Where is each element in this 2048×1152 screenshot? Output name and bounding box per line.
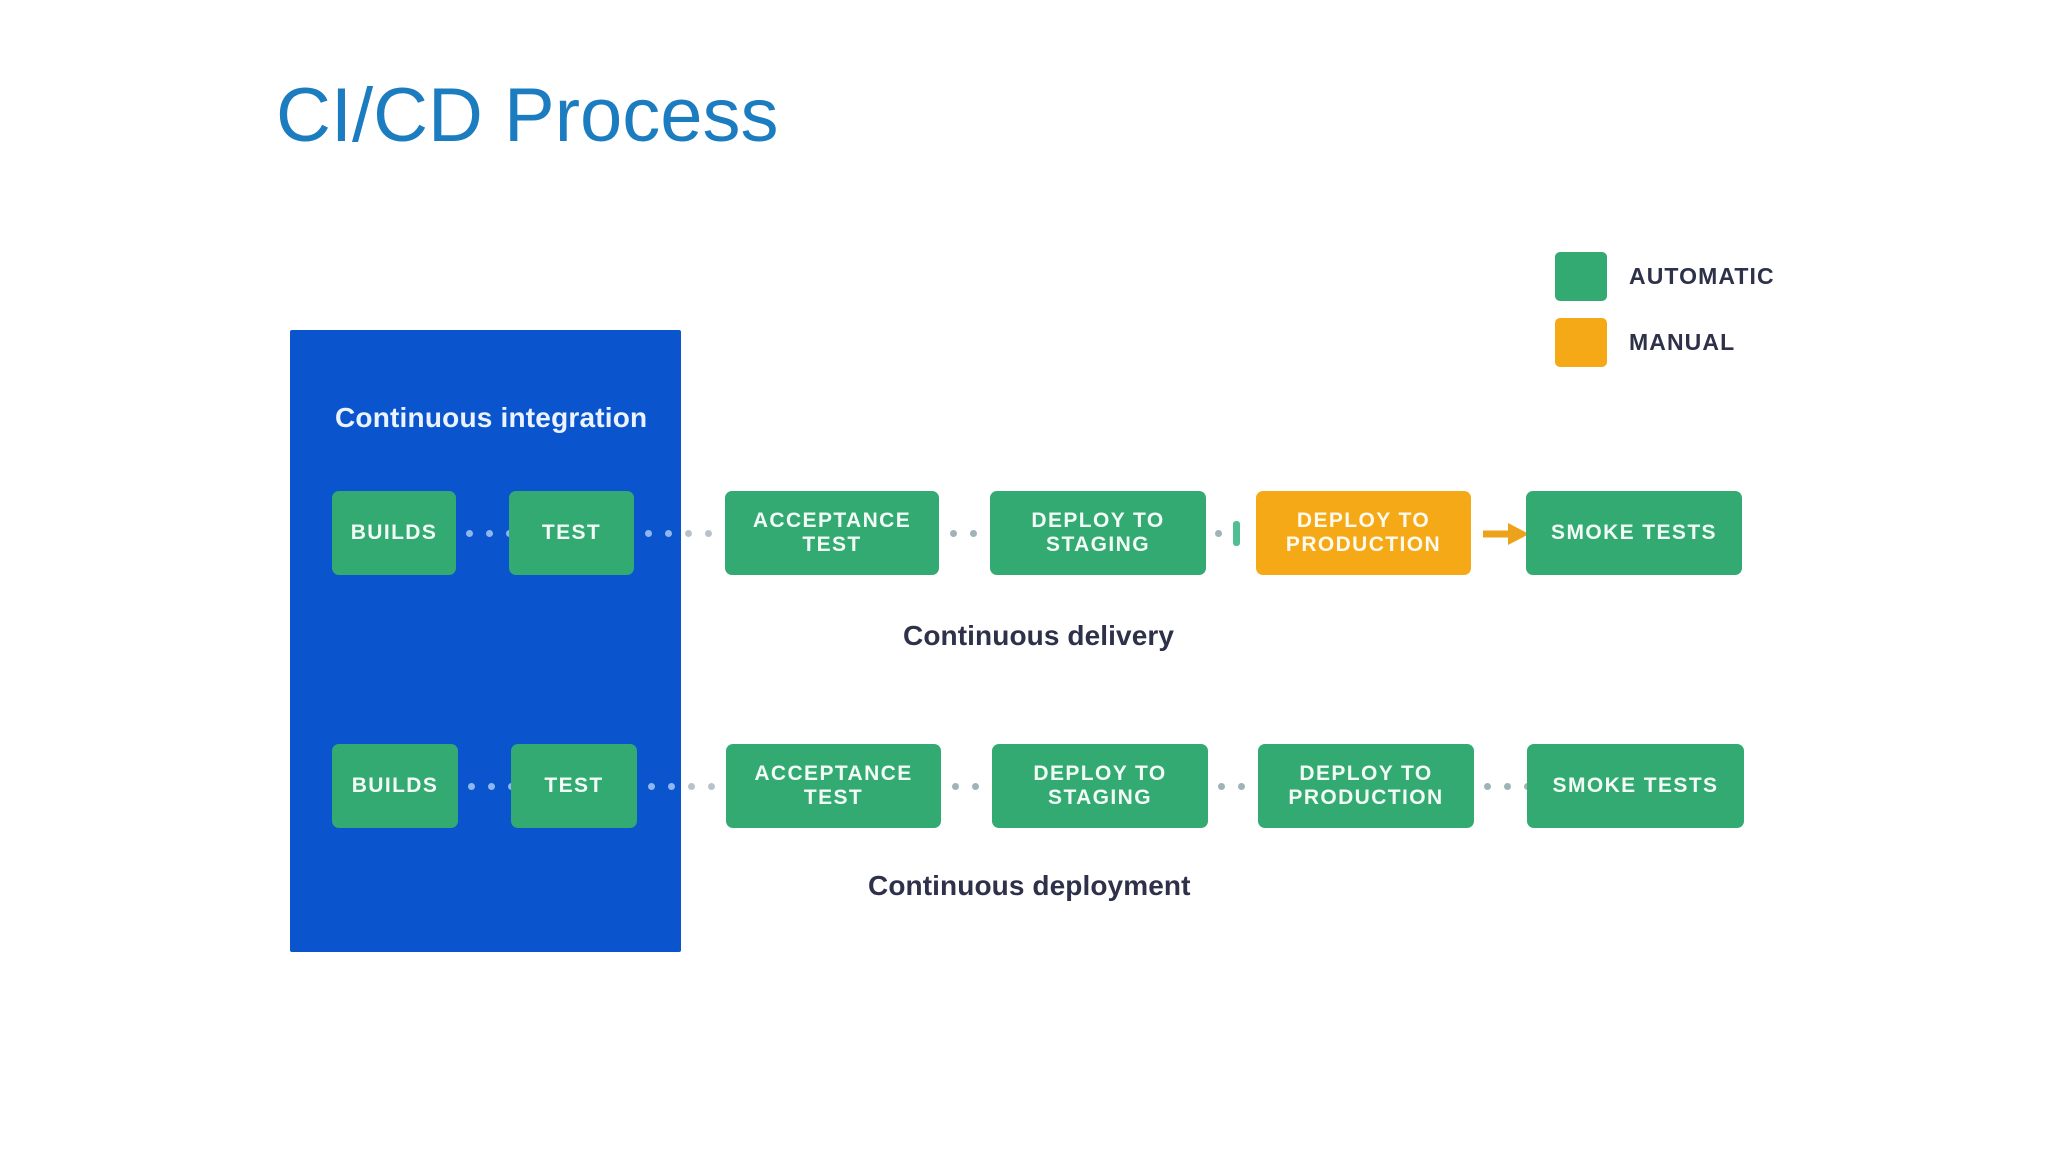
continuous-integration-title: Continuous integration (335, 402, 648, 433)
dot-icon (468, 783, 475, 790)
legend-item-automatic: AUTOMATIC (1555, 243, 1775, 309)
dot-icon (668, 783, 675, 790)
legend-item-label: MANUAL (1629, 328, 1736, 355)
dot-icon (688, 783, 695, 790)
legend-item-manual: MANUAL (1555, 309, 1775, 375)
pipeline-node-acceptance-test[interactable]: ACCEPTANCE TEST (726, 744, 941, 828)
pipeline-node-label: BUILDS (351, 774, 439, 798)
pipeline-node-label: ACCEPTANCE TEST (754, 762, 913, 809)
dot-icon (466, 530, 473, 537)
square-swatch-icon (1555, 317, 1607, 367)
pipeline-node-label: TEST (544, 774, 604, 798)
pipeline-node-acceptance-test[interactable]: ACCEPTANCE TEST (725, 491, 939, 575)
dot-icon (488, 783, 495, 790)
dot-icon (950, 530, 957, 537)
pipeline-node-label: SMOKE TESTS (1552, 774, 1719, 798)
pipeline-node-smoke-tests[interactable]: SMOKE TESTS (1527, 744, 1744, 828)
dot-icon (970, 530, 977, 537)
pipeline-node-deploy-to-production[interactable]: DEPLOY TO PRODUCTION (1258, 744, 1474, 828)
pipeline-node-label: DEPLOY TO PRODUCTION (1288, 762, 1444, 809)
legend: AUTOMATIC MANUAL (1555, 243, 1775, 375)
dot-icon (648, 783, 655, 790)
pipeline-node-label: DEPLOY TO PRODUCTION (1285, 509, 1442, 556)
square-swatch-icon (1555, 251, 1607, 301)
continuous-integration-panel: Continuous integration (290, 330, 681, 952)
dot-icon (665, 530, 672, 537)
dot-icon (486, 530, 493, 537)
dot-icon (972, 783, 979, 790)
pipeline-node-label: BUILDS (350, 521, 438, 545)
dot-icon (1504, 783, 1511, 790)
dot-icon (645, 530, 652, 537)
pipeline-caption-continuous-deployment: Continuous deployment (868, 870, 1191, 901)
dot-icon (685, 530, 692, 537)
pipeline-node-label: DEPLOY TO STAGING (1031, 509, 1165, 556)
dot-icon (708, 783, 715, 790)
pipeline-node-builds[interactable]: BUILDS (332, 744, 458, 828)
dot-icon (952, 783, 959, 790)
connector-tick-icon (1233, 521, 1240, 546)
arrow-right-icon (1483, 523, 1529, 545)
pipeline-node-test[interactable]: TEST (511, 744, 637, 828)
pipeline-node-deploy-to-staging[interactable]: DEPLOY TO STAGING (992, 744, 1208, 828)
pipeline-node-label: ACCEPTANCE TEST (752, 509, 912, 556)
pipeline-node-deploy-to-staging[interactable]: DEPLOY TO STAGING (990, 491, 1206, 575)
dot-icon (705, 530, 712, 537)
pipeline-node-builds[interactable]: BUILDS (332, 491, 456, 575)
legend-item-label: AUTOMATIC (1629, 262, 1775, 289)
page-title: CI/CD Process (276, 73, 779, 158)
dot-icon (1484, 783, 1491, 790)
connector-dots (648, 783, 738, 790)
pipeline-node-label: DEPLOY TO STAGING (1033, 762, 1167, 809)
pipeline-node-smoke-tests[interactable]: SMOKE TESTS (1526, 491, 1742, 575)
pipeline-node-label: SMOKE TESTS (1551, 521, 1717, 545)
dot-icon (1215, 530, 1222, 537)
pipeline-node-test[interactable]: TEST (509, 491, 634, 575)
pipeline-node-label: TEST (541, 521, 602, 545)
connector-dots (645, 530, 735, 537)
connector-dots (1215, 530, 1227, 537)
pipeline-caption-continuous-delivery: Continuous delivery (903, 620, 1175, 651)
dot-icon (1218, 783, 1225, 790)
dot-icon (1238, 783, 1245, 790)
pipeline-node-deploy-to-production[interactable]: DEPLOY TO PRODUCTION (1256, 491, 1471, 575)
